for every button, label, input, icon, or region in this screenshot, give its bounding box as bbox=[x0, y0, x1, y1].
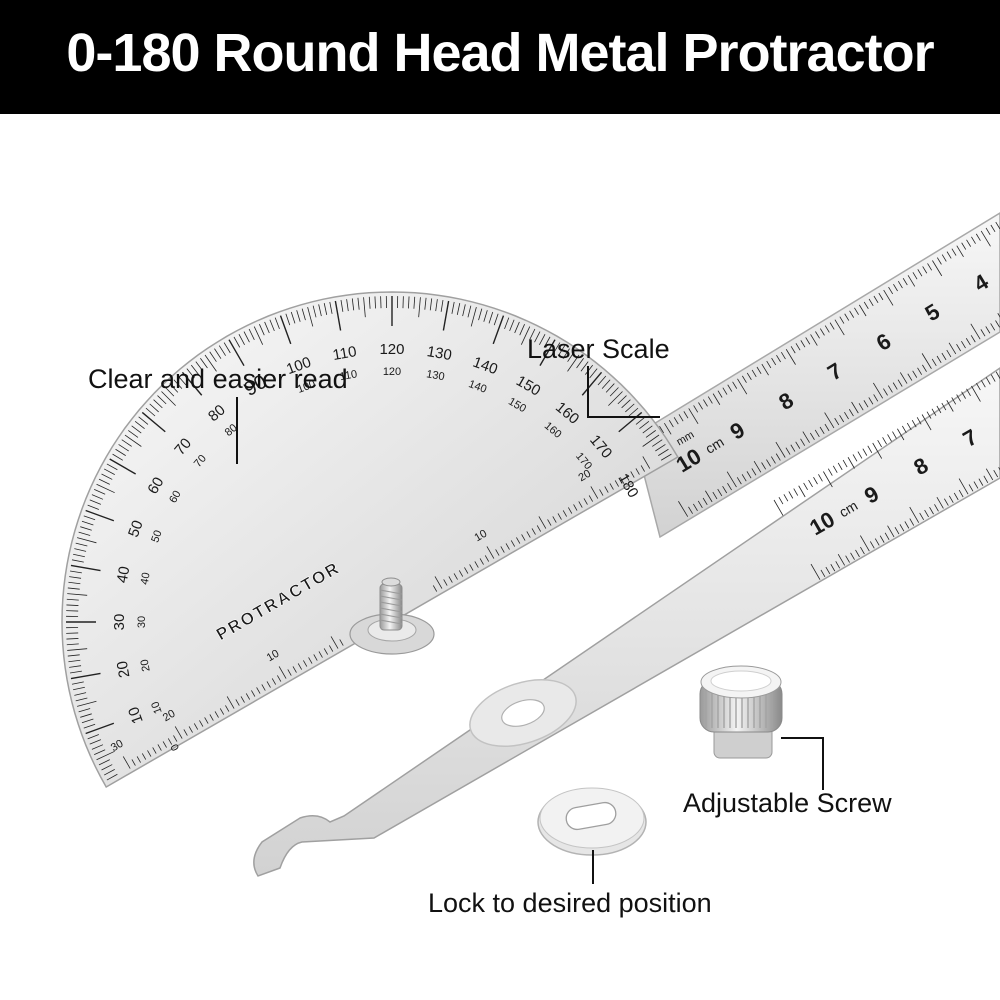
inner-scale-label: 140 bbox=[467, 378, 488, 396]
outer-scale-label: 60 bbox=[144, 474, 167, 497]
inner-scale-label: 110 bbox=[339, 368, 358, 383]
outer-scale-label: 20 bbox=[114, 660, 134, 679]
inner-scale-label: 0 bbox=[169, 741, 182, 752]
baseline-label: 10 bbox=[473, 528, 490, 545]
lock-washer-icon bbox=[537, 787, 647, 856]
outer-scale-label: 130 bbox=[426, 343, 454, 364]
outer-scale-label: 30 bbox=[111, 614, 128, 631]
outer-scale-label: 120 bbox=[379, 341, 404, 358]
baseline-label: 20 bbox=[161, 708, 178, 725]
outer-scale-label: 10 bbox=[125, 704, 147, 725]
baseline-label: 10 bbox=[265, 648, 282, 665]
inner-scale-label: 40 bbox=[139, 572, 153, 586]
callout-laser-scale: Laser Scale bbox=[527, 334, 670, 364]
callout-clear-read: Clear and easier read bbox=[88, 364, 348, 394]
knurled-screw-icon bbox=[699, 665, 783, 759]
inner-scale-label: 60 bbox=[167, 489, 184, 506]
pivot-bolt-icon bbox=[349, 577, 435, 655]
inner-scale-label: 130 bbox=[425, 368, 445, 383]
outer-scale-label: 40 bbox=[114, 565, 134, 584]
page-title: 0-180 Round Head Metal Protractor bbox=[66, 23, 934, 83]
outer-scale-label: 50 bbox=[125, 518, 147, 539]
inner-scale-label: 10 bbox=[149, 700, 164, 716]
baseline-label: 20 bbox=[576, 468, 593, 485]
inner-scale-label: 20 bbox=[139, 658, 153, 672]
title-bar: 0-180 Round Head Metal Protractor bbox=[0, 0, 1000, 114]
inner-scale-label: 100 bbox=[296, 378, 317, 396]
callout-lines bbox=[236, 366, 824, 884]
baseline-label: 30 bbox=[109, 738, 126, 755]
inner-scale-label: 120 bbox=[383, 366, 401, 378]
callout-adjustable-screw: Adjustable Screw bbox=[683, 788, 892, 818]
inner-scale-label: 30 bbox=[136, 616, 148, 628]
outer-scale-label: 110 bbox=[331, 343, 358, 364]
callout-lock-position: Lock to desired position bbox=[428, 888, 712, 918]
inner-scale-label: 50 bbox=[149, 529, 164, 545]
